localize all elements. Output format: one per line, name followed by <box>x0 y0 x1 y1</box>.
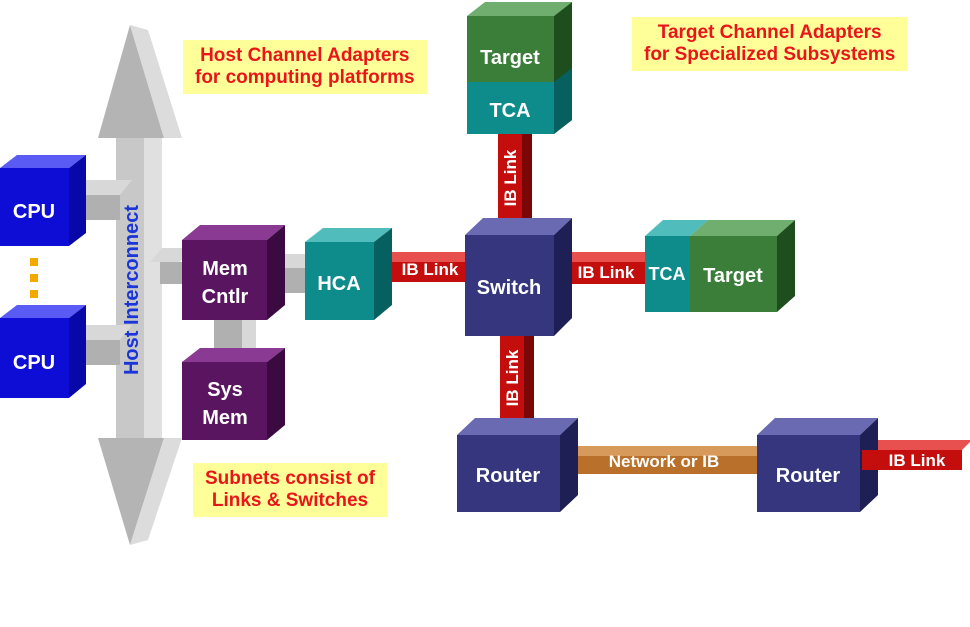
memory-controller-label-line1: Mem <box>202 258 248 280</box>
target-top-label: Target <box>480 47 540 69</box>
hca-label: HCA <box>317 273 360 295</box>
cpu-block-bottom: CPU <box>0 305 86 398</box>
system-memory-block: Sys Mem <box>182 348 285 440</box>
network-link-label: Network or IB <box>609 452 720 471</box>
ib-link-router-out-front-label: IB Link <box>889 451 946 470</box>
router-left-label: Router <box>476 465 541 487</box>
hca-note: Host Channel Adapters for computing plat… <box>183 40 427 94</box>
memory-controller-block: Mem Cntlr <box>182 225 285 320</box>
host-interconnect-label: Host Interconnect <box>121 205 143 375</box>
subnet-note-line2: Links & Switches <box>211 490 369 511</box>
target-right-block: Target <box>690 220 795 312</box>
hca-note-line1: Host Channel Adapters <box>200 45 410 66</box>
tca-note: Target Channel Adapters for Specialized … <box>632 17 908 71</box>
ib-link-router-out-front: IB Link <box>862 450 962 470</box>
cpu-block-top: CPU <box>0 155 86 246</box>
ib-link-hca-switch: IB Link <box>370 252 480 282</box>
host-interconnect-bus: Host Interconnect <box>98 25 182 545</box>
switch-label: Switch <box>477 277 541 299</box>
ib-link-switch-router-label: IB Link <box>503 349 522 406</box>
ib-link-switch-tca-label: IB Link <box>578 263 635 282</box>
tca-right-label: TCA <box>649 264 686 284</box>
tca-top-block: TCA <box>467 68 572 134</box>
router-right-label: Router <box>776 465 841 487</box>
subnet-note: Subnets consist of Links & Switches <box>193 463 387 517</box>
cpu-bottom-label: CPU <box>13 352 55 374</box>
system-memory-label-line2: Mem <box>202 407 248 429</box>
tca-note-line2: for Specialized Subsystems <box>644 44 896 65</box>
subnet-note-line1: Subnets consist of <box>205 468 375 489</box>
ib-link-switch-top-label: IB Link <box>501 149 520 206</box>
system-memory-label-line1: Sys <box>207 379 243 401</box>
ib-link-hca-switch-label: IB Link <box>402 260 459 279</box>
memory-controller-label-line2: Cntlr <box>202 286 249 308</box>
tca-note-line1: Target Channel Adapters <box>657 22 882 43</box>
network-link-routers: Network or IB <box>555 446 777 474</box>
hca-note-line2: for computing platforms <box>195 67 415 88</box>
ib-link-switch-tca: IB Link <box>555 252 660 284</box>
tca-top-label: TCA <box>489 100 530 122</box>
target-right-label: Target <box>703 265 763 287</box>
hca-block: HCA <box>305 228 392 320</box>
switch-block: Switch <box>465 218 572 336</box>
router-left-block: Router <box>457 418 578 512</box>
router-right-block: Router <box>757 418 878 512</box>
tca-right-block: TCA <box>645 220 708 312</box>
ellipsis-dots <box>30 258 38 298</box>
cpu-top-label: CPU <box>13 201 55 223</box>
